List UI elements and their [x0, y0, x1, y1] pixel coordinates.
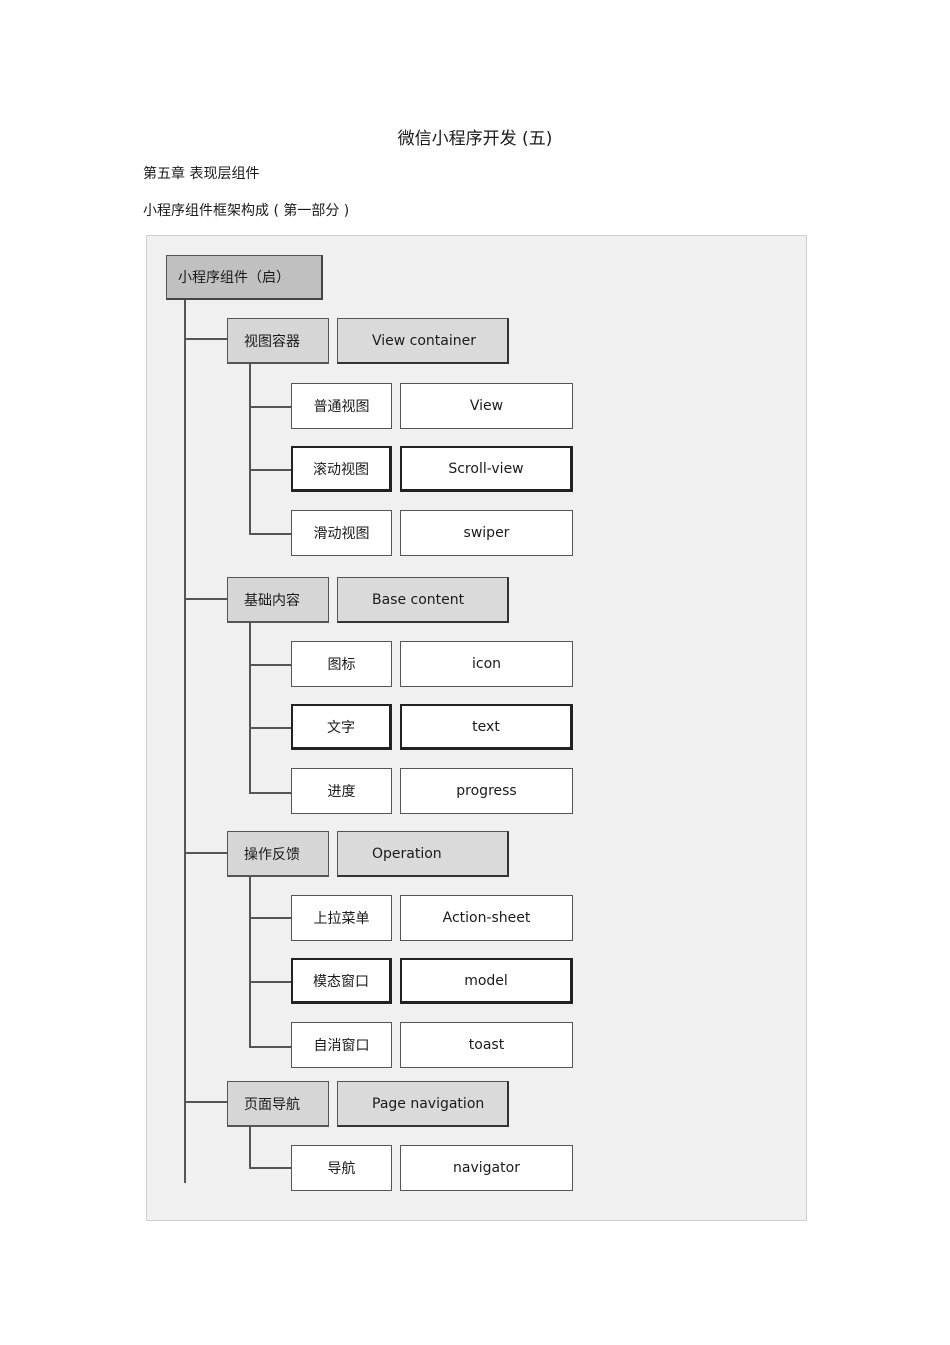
connector-line	[250, 727, 292, 729]
leaf-node-progress: 进度	[291, 768, 392, 814]
leaf-en-model: model	[400, 958, 573, 1004]
category-en-base-content: Base content	[337, 577, 509, 623]
leaf-node-model: 模态窗口	[291, 958, 392, 1004]
root-node: 小程序组件（启）	[166, 255, 323, 300]
component-tree-diagram: 小程序组件（启） 视图容器 View container 普通视图 View 滚…	[146, 235, 807, 1221]
category-node-page-navigation: 页面导航	[227, 1081, 329, 1127]
connector-line	[185, 338, 228, 340]
category-node-base-content: 基础内容	[227, 577, 329, 623]
connector-line	[250, 981, 292, 983]
leaf-node-action-sheet: 上拉菜单	[291, 895, 392, 941]
connector-line	[250, 917, 292, 919]
page-title: 微信小程序开发 (五)	[397, 129, 553, 149]
leaf-node-view: 普通视图	[291, 383, 392, 429]
section-heading: 小程序组件框架构成 ( 第一部分 )	[143, 203, 350, 219]
leaf-en-text: text	[400, 704, 573, 750]
chapter-heading: 第五章 表现层组件	[143, 166, 260, 182]
connector-line	[250, 1046, 292, 1048]
branch-line	[249, 1127, 251, 1169]
connector-line	[250, 1167, 292, 1169]
leaf-en-swiper: swiper	[400, 510, 573, 556]
leaf-node-scroll-view: 滚动视图	[291, 446, 392, 492]
leaf-en-toast: toast	[400, 1022, 573, 1068]
leaf-en-navigator: navigator	[400, 1145, 573, 1191]
leaf-node-icon: 图标	[291, 641, 392, 687]
branch-line	[249, 364, 251, 535]
branch-line	[249, 623, 251, 794]
connector-line	[250, 792, 292, 794]
connector-line	[250, 406, 292, 408]
category-en-view-container: View container	[337, 318, 509, 364]
leaf-en-icon: icon	[400, 641, 573, 687]
category-en-page-navigation: Page navigation	[337, 1081, 509, 1127]
category-node-view-container: 视图容器	[227, 318, 329, 364]
leaf-en-view: View	[400, 383, 573, 429]
connector-line	[250, 469, 292, 471]
connector-line	[185, 852, 228, 854]
leaf-en-scroll-view: Scroll-view	[400, 446, 573, 492]
leaf-en-progress: progress	[400, 768, 573, 814]
connector-line	[185, 598, 228, 600]
branch-line	[249, 877, 251, 1048]
category-en-operation: Operation	[337, 831, 509, 877]
leaf-en-action-sheet: Action-sheet	[400, 895, 573, 941]
leaf-node-navigator: 导航	[291, 1145, 392, 1191]
tree-trunk-line	[184, 300, 186, 1183]
leaf-node-toast: 自消窗口	[291, 1022, 392, 1068]
leaf-node-swiper: 滑动视图	[291, 510, 392, 556]
connector-line	[250, 664, 292, 666]
connector-line	[250, 533, 292, 535]
connector-line	[185, 1101, 228, 1103]
leaf-node-text: 文字	[291, 704, 392, 750]
category-node-operation: 操作反馈	[227, 831, 329, 877]
